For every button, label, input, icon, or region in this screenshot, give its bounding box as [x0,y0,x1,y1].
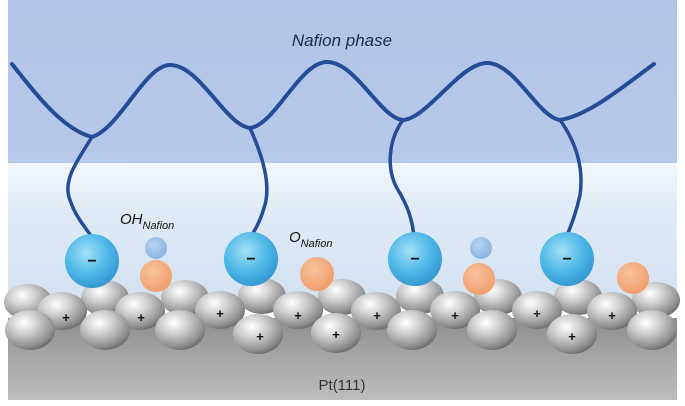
pt-atom [273,291,323,329]
plus-sign: + [216,306,224,321]
sulfonate-ball [388,232,442,286]
plus-sign: + [451,308,459,323]
plus-sign: + [62,310,70,325]
pt-atom [430,291,480,329]
pt-atom [547,314,597,354]
plus-sign: + [608,308,616,323]
oxygen-atom [617,262,649,294]
plus-sign: + [373,308,381,323]
hydrogen-atom [145,237,167,259]
plus-sign: + [137,310,145,325]
plus-sign: + [568,329,576,344]
oxygen-atom [300,257,334,291]
oxygen-atoms [140,257,649,295]
o-label-sub: Nafion [301,238,333,250]
plus-sign: + [533,306,541,321]
pt-atom [5,310,55,350]
side-chain [248,126,269,240]
pt-atom [512,291,562,329]
oxygen-atom [463,263,495,295]
nafion-phase-region [8,0,677,163]
pt-atom [587,292,637,330]
minus-sign: − [87,253,96,270]
platinum-middle-row [37,291,637,330]
minus-sign: − [246,251,255,268]
sulfonate-ball [224,232,278,286]
side-chain [388,118,416,240]
pt-atom [115,292,165,330]
pt-atom [467,310,517,350]
plus-sign: + [294,308,302,323]
sulfonate-groups [65,232,594,288]
hydrogen-atom [470,237,492,259]
pt-atom [195,291,245,329]
pt-atom [311,313,361,353]
minus-sign: − [410,251,419,268]
sulfonate-ball [540,232,594,286]
pt-atom [80,310,130,350]
side-chains [66,118,583,242]
plus-sign: + [332,327,340,342]
hydrogen-atoms [145,237,492,259]
nafion-phase-label: Nafion phase [292,31,392,50]
oh-nafion-label: OHNafion [120,211,174,232]
oxygen-atom [140,260,172,292]
pt-atom [233,314,283,354]
platinum-front-row [5,310,677,354]
plus-charges: + + + + + + + + + + + [62,306,616,344]
oh-label-main: OH [120,211,143,228]
nafion-backbone-chain [10,60,656,139]
minus-sign: − [562,251,571,268]
pt-atom [632,282,680,318]
pt-atom [387,310,437,350]
substrate-label: Pt(111) [319,377,366,394]
side-chain [66,135,96,242]
sulfonate-ball [65,234,119,288]
side-chain [558,118,583,240]
pt-atom [627,310,677,350]
pt-atom [351,292,401,330]
o-nafion-label: ONafion [289,229,332,250]
o-label-main: O [289,229,301,246]
pt-atom [155,310,205,350]
oh-label-sub: Nafion [143,220,175,232]
plus-sign: + [256,329,264,344]
minus-charges: − − − − [87,251,571,270]
